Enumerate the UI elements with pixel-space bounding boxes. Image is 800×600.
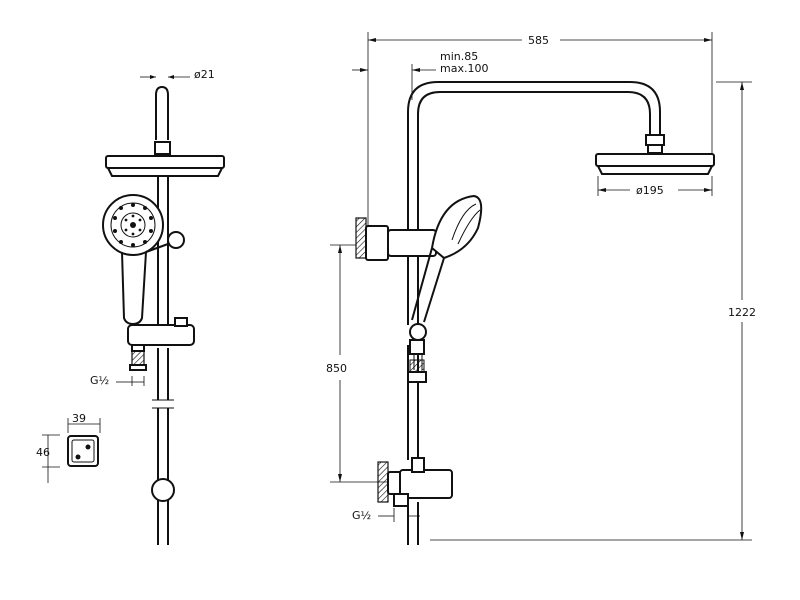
front-bottom-joint [151, 478, 175, 502]
bracket-detail: 39 46 [36, 412, 101, 483]
front-shower-head [105, 155, 225, 177]
outlet-height-dimension: 850 [326, 244, 388, 483]
upper-wall-mount [355, 217, 437, 261]
thread-front-label: G½ [90, 374, 109, 387]
bracket-width-label: 39 [72, 412, 86, 425]
side-hand-shower [409, 194, 483, 355]
head-diameter-label: ø195 [636, 184, 664, 197]
front-outlet-connector: G½ [90, 344, 147, 387]
thread-side-dimension: G½ [352, 508, 420, 522]
outlet-height-label: 850 [326, 362, 347, 375]
side-shower-head [595, 153, 715, 175]
head-diameter-dimension: ø195 [597, 176, 713, 197]
front-hand-shower [102, 194, 185, 326]
front-mixer-body [127, 317, 195, 346]
pipe-diameter-label: ø21 [194, 68, 215, 81]
arm-reach-dimension: 585 [367, 32, 713, 228]
bracket-height-label: 46 [36, 446, 50, 459]
front-riser-bar [152, 176, 174, 545]
side-riser-lower [407, 256, 419, 545]
lower-wall-mount-mixer [377, 457, 453, 507]
side-hose [407, 354, 427, 383]
pipe-diameter-dimension: ø21 [140, 68, 215, 81]
front-head-connector [154, 141, 171, 155]
side-head-connector [645, 134, 665, 154]
wall-offset-min-label: min.85 [440, 50, 478, 63]
side-riser-and-arm [407, 81, 661, 230]
bracket-body [67, 435, 99, 467]
wall-offset-max-label: max.100 [440, 62, 488, 75]
total-height-dimension: 1222 [430, 81, 756, 541]
front-view: ø21 [90, 68, 225, 545]
wall-offset-dimension: min.85 max.100 [352, 50, 488, 100]
arm-reach-label: 585 [528, 34, 549, 47]
total-height-label: 1222 [728, 306, 756, 319]
side-view: 585 min.85 max.100 [326, 32, 756, 545]
front-top-pipe [155, 85, 169, 140]
thread-side-label: G½ [352, 509, 371, 522]
